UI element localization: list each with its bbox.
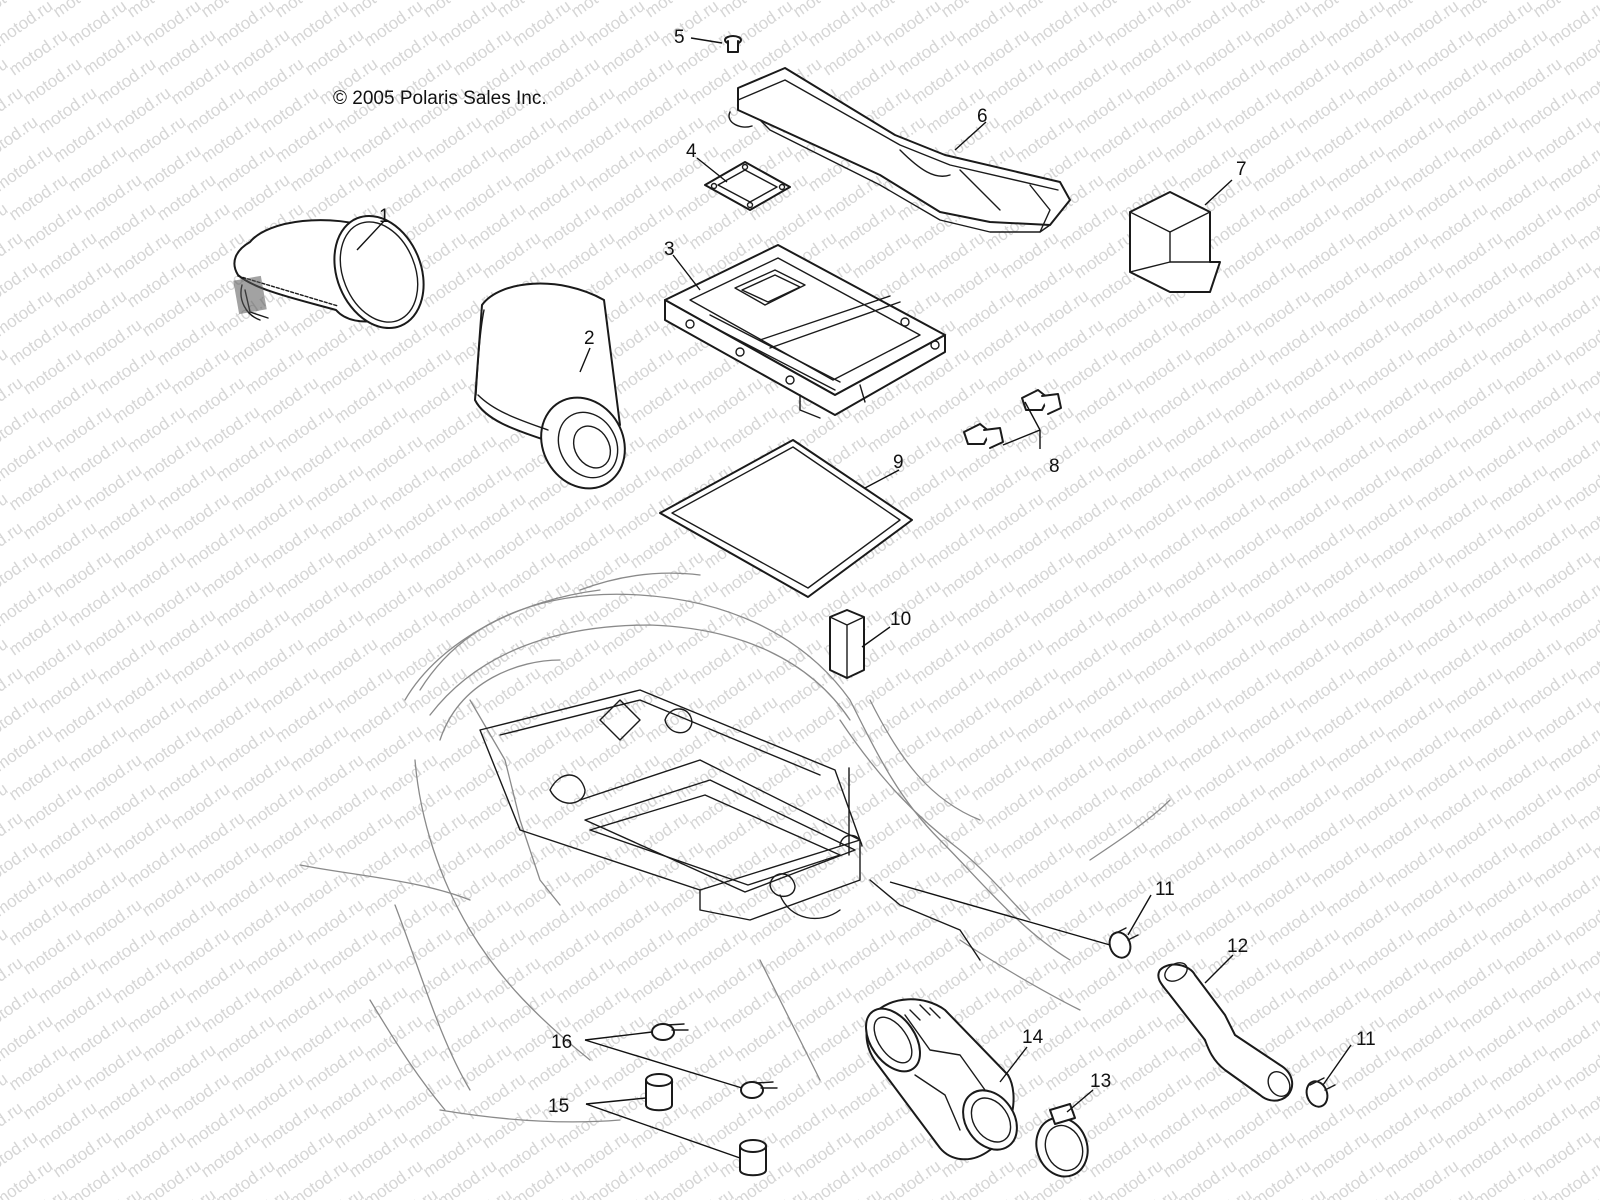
callout-4: 4 — [686, 141, 697, 162]
callout-1: 1 — [379, 206, 390, 227]
callout-6: 6 — [977, 106, 988, 127]
callout-2: 2 — [584, 328, 595, 349]
callout-7: 7 — [1236, 159, 1247, 180]
callout-3: 3 — [664, 239, 675, 260]
callout-10: 10 — [890, 609, 911, 630]
callout-16: 16 — [551, 1032, 572, 1053]
part-15-plug-lower — [739, 1139, 767, 1177]
callout-15: 15 — [548, 1096, 569, 1117]
callout-11-upper: 11 — [1155, 879, 1175, 900]
part-16-clamp-lower — [740, 1081, 778, 1099]
callout-5: 5 — [674, 27, 685, 48]
part-15-plug-upper — [645, 1073, 673, 1112]
part-5-screw — [724, 35, 742, 53]
callout-8: 8 — [1049, 456, 1060, 477]
callout-14: 14 — [1022, 1027, 1044, 1048]
callout-9: 9 — [893, 452, 904, 473]
callout-12: 12 — [1227, 936, 1248, 957]
callout-11-lower: 11 — [1356, 1029, 1376, 1050]
part-10-foam-block — [829, 609, 865, 679]
callout-13: 13 — [1090, 1071, 1111, 1092]
copyright-text: © 2005 Polaris Sales Inc. — [333, 88, 547, 109]
